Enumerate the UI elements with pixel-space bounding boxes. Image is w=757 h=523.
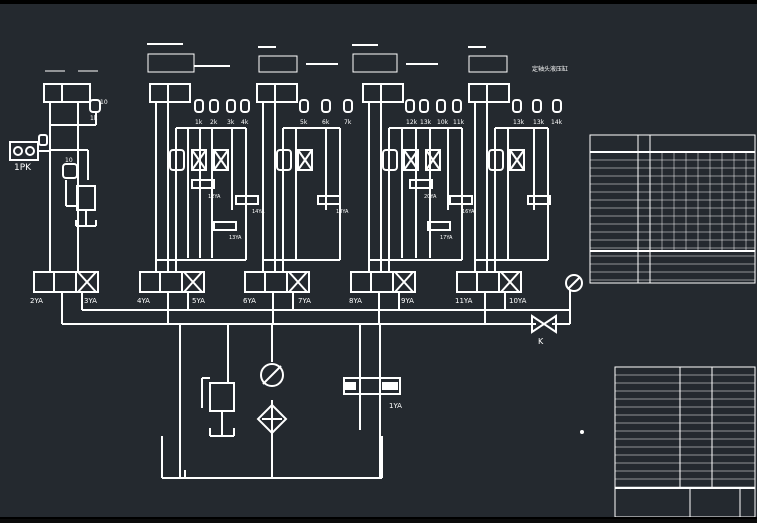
sensor-label-7k: 7k [344, 119, 352, 126]
solenoid-label-13ya: 13YA [229, 235, 242, 241]
cylinder-unit-2 [147, 43, 247, 272]
cylinder-unit-1: 10 [43, 70, 108, 272]
valves-unit-5 [488, 149, 551, 205]
valve-1-right-label: 3YA [84, 297, 97, 305]
solenoid-label-16ya: 16YA [462, 209, 475, 215]
valve-2-left-label: 4YA [137, 297, 150, 305]
sensors-unit-4 [405, 99, 462, 113]
valve-1-left-label: 2YA [30, 297, 43, 305]
valve-5-right-label: 10YA [509, 297, 527, 305]
title-block [614, 366, 756, 518]
sensor-label-14k: 14k [551, 119, 563, 126]
cylinder-unit-4 [352, 44, 463, 272]
sensor-label-6k: 6k [322, 119, 330, 126]
sensor-label-3k: 3k [227, 119, 235, 126]
pump-station [161, 324, 383, 479]
sensor-label-13k: 13k [513, 119, 525, 126]
hydraulic-pump [260, 363, 284, 387]
relief-valve-unit-1: 10 [50, 149, 97, 227]
pressure-switch-label: 1PK [14, 163, 32, 173]
oil-filter [256, 403, 288, 435]
svg-text:10: 10 [100, 99, 108, 106]
relief-valve-main [201, 377, 235, 437]
sensor-label-4k: 4k [241, 119, 249, 126]
sensor-label-12k: 12k [406, 119, 418, 126]
cylinder-unit-5 [468, 46, 549, 272]
top-border [0, 0, 757, 4]
main-manifold [61, 290, 571, 325]
sensor-label-1k: 1k [90, 115, 98, 122]
sensor-label-13k: 13k [533, 119, 545, 126]
sensors-unit-2 [194, 99, 250, 113]
sensor-label-1k: 1k [195, 119, 203, 126]
cylinder-unit-3 [256, 46, 341, 272]
sensor-label-10k: 10k [437, 119, 449, 126]
valves-unit-3 [276, 149, 341, 205]
solenoid-label-18ya: 18YA [336, 209, 349, 215]
bottom-border [0, 517, 757, 519]
sensors-unit-5 [512, 99, 562, 113]
solenoid-label-17ya: 17YA [440, 235, 453, 241]
valve-4-left-label: 8YA [349, 297, 362, 305]
directional-valve-row [33, 271, 522, 293]
dot-marker [580, 430, 584, 434]
header-note: 定轴头液压缸 [532, 65, 568, 73]
title-block-grid [615, 374, 755, 488]
sensor-label-11k: 11k [453, 119, 465, 126]
throttle-valve [531, 314, 557, 334]
valve-2-right-label: 5YA [192, 297, 205, 305]
sensors-unit-3 [299, 99, 353, 113]
pressure-switch [9, 134, 50, 161]
parts-table [589, 134, 756, 284]
unloading-valve-label: 1YA [389, 402, 402, 410]
solenoid-label-20ya: 20YA [424, 194, 437, 200]
pressure-gauge-top [565, 274, 583, 292]
valve-4-right-label: 9YA [401, 297, 414, 305]
sensor-label-2k: 2k [210, 119, 218, 126]
throttle-label: K [538, 337, 544, 346]
sensor-label-5k: 5k [300, 119, 308, 126]
valve-3-left-label: 6YA [243, 297, 256, 305]
unloading-valve [343, 377, 401, 395]
parts-table-grid [590, 152, 755, 281]
svg-text:10: 10 [65, 157, 73, 164]
valve-3-right-label: 7YA [298, 297, 311, 305]
solenoid-label-12ya: 12YA [208, 194, 221, 200]
solenoid-label-14ya: 14YA [252, 209, 265, 215]
valves-unit-4 [382, 149, 473, 231]
valve-5-left-label: 11YA [455, 297, 473, 305]
sensor-label-13k: 13k [420, 119, 432, 126]
valves-unit-2 [169, 149, 259, 231]
